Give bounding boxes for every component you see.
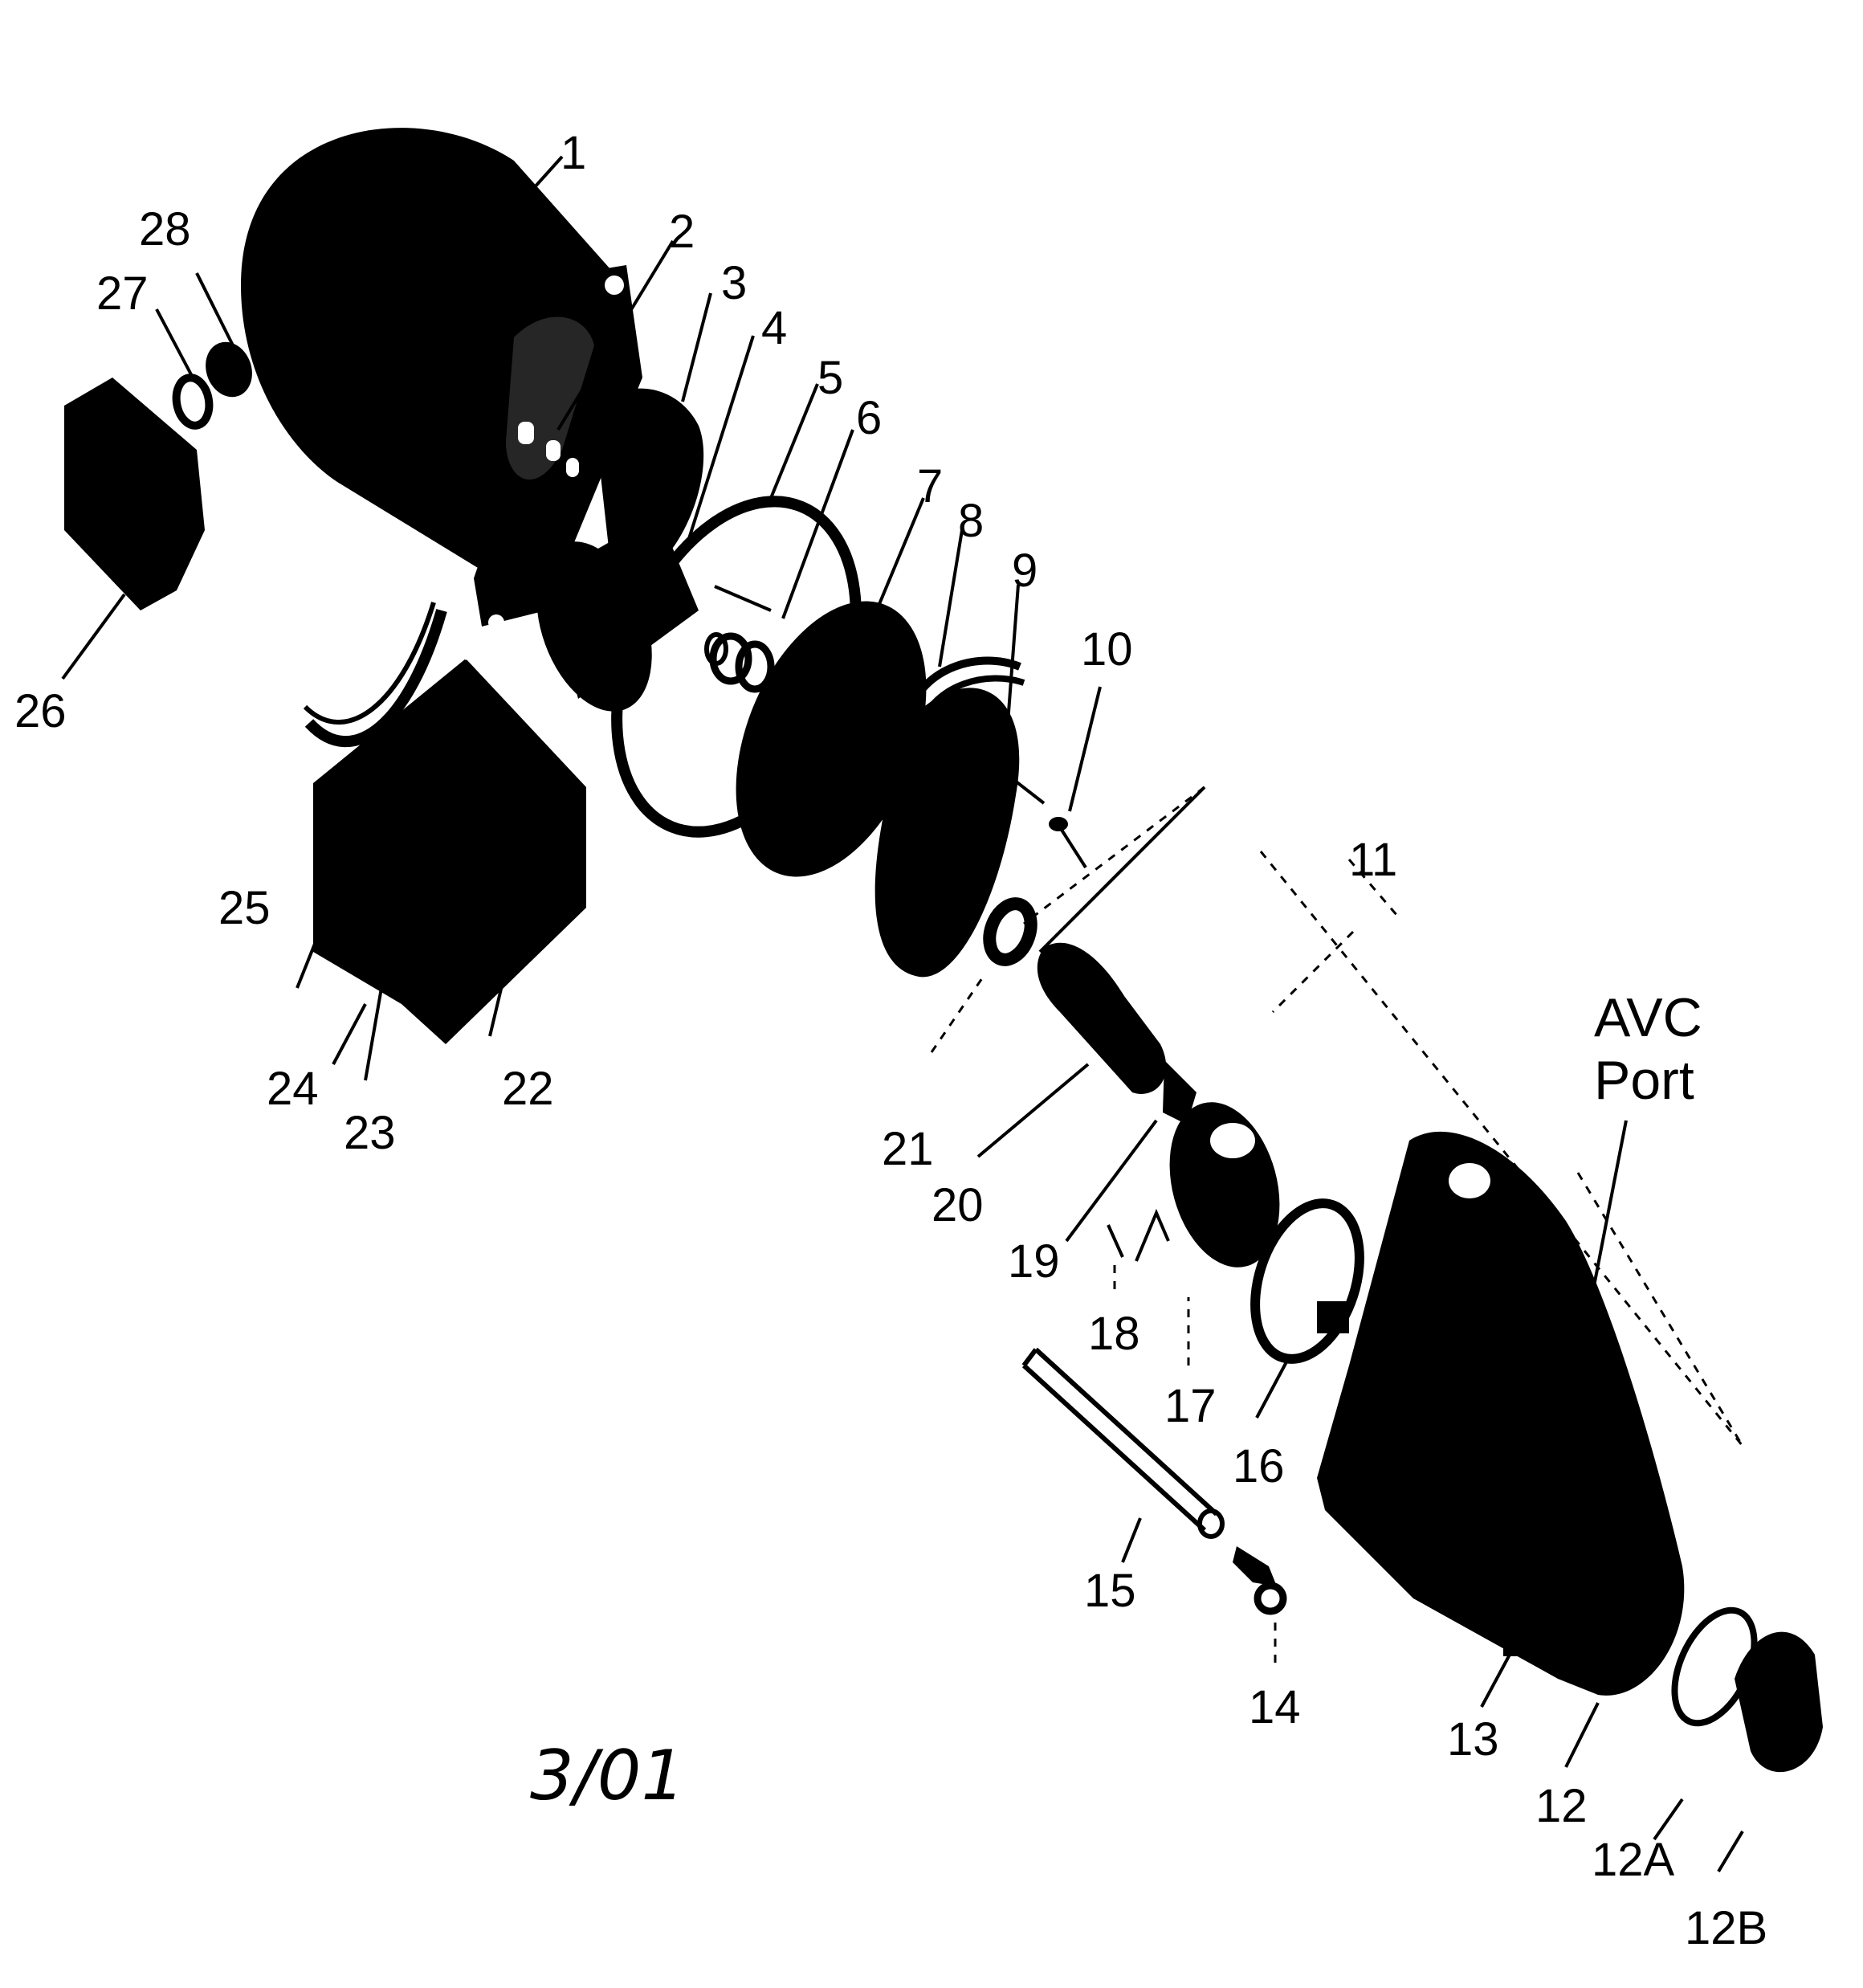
callout-11: 11 [1349,834,1397,886]
callout-23: 23 [344,1107,396,1159]
part-20-check-valve [1037,942,1167,1094]
callout-labels: 1 2 3 4 5 6 7 8 9 10 11 12 12A 12B 13 14… [14,127,1767,1954]
part-10-screw [1049,817,1087,869]
part-27-ring [172,374,214,430]
leader-lines [61,155,1744,1873]
callout-17: 17 [1164,1380,1217,1432]
part-16-o-ring [1250,1198,1364,1364]
part-26-end-cap [64,378,205,610]
callout-24: 24 [267,1063,319,1115]
callout-1: 1 [561,127,586,179]
part-6-valve-flapper [704,585,775,693]
part-25-strap [304,609,447,748]
avc-port-label-line2: Port [1594,1050,1694,1111]
callout-22: 22 [502,1063,554,1115]
avc-port-label-line1: AVC [1594,987,1702,1048]
callout-5: 5 [817,352,843,404]
part-8-clip [903,656,1021,716]
revision-date-stamp: 3/01 [530,1736,685,1816]
callout-12a: 12A [1592,1834,1675,1886]
callout-20: 20 [932,1179,984,1231]
part-1-motor-body [241,128,642,631]
part-13-set-screw [1503,1631,1522,1656]
part-7-diaphragm [736,601,927,877]
callout-10: 10 [1081,623,1133,676]
callout-9: 9 [1012,545,1037,597]
callout-27: 27 [96,267,149,320]
callout-18: 18 [1088,1308,1140,1360]
callout-25: 25 [218,882,271,934]
part-19-valve-tip [1163,1060,1196,1125]
part-22-base-bracket [313,627,586,1044]
callout-12: 12 [1535,1780,1588,1832]
part-12-pump-head [1317,1131,1685,1696]
callout-14: 14 [1249,1681,1301,1733]
callout-19: 19 [1008,1235,1060,1288]
callout-3: 3 [721,257,747,309]
part-9-pump-housing [873,688,1046,994]
part-15-tube [1021,1347,1225,1539]
part-28-grommet [206,341,252,398]
callout-21: 21 [882,1123,934,1175]
callout-16: 16 [1233,1440,1285,1492]
callout-12b: 12B [1685,1902,1767,1954]
part-21-washer [983,897,1037,966]
callout-26: 26 [14,685,67,737]
callout-13: 13 [1447,1713,1499,1766]
callout-2: 2 [669,206,695,258]
callout-15: 15 [1084,1565,1136,1617]
part-17-port-adapter [1169,1102,1280,1268]
callout-6: 6 [856,392,882,444]
callout-8: 8 [958,495,984,547]
part-18-screw [1107,1208,1170,1262]
callout-28: 28 [139,203,191,255]
callout-7: 7 [917,460,943,512]
part-14-fitting [1233,1546,1287,1615]
part-12b-end-cap [1735,1631,1823,1773]
callout-4: 4 [761,302,787,354]
